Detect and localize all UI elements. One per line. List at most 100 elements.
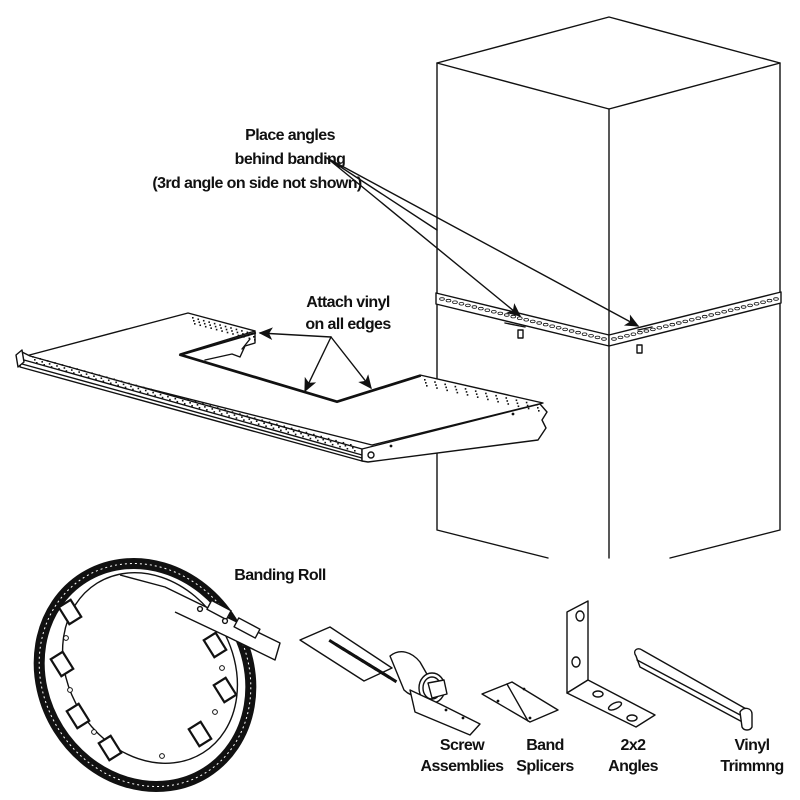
shelf-perforation xyxy=(46,360,49,362)
shelf-perforation xyxy=(536,404,538,406)
shelf-perforation xyxy=(214,325,217,328)
leader-to-right-angle xyxy=(326,157,640,327)
shelf-perforation xyxy=(331,443,334,446)
roll-hole xyxy=(159,753,165,759)
band-splicers-line2: Splicers xyxy=(516,758,574,775)
shelf-perforation xyxy=(322,438,325,441)
shelf-perforation xyxy=(226,412,228,414)
shelf-perforation xyxy=(107,379,110,382)
band-hole xyxy=(682,319,689,324)
shelf-perforation xyxy=(165,392,167,395)
shelf-perforation xyxy=(83,370,86,372)
column-top-face xyxy=(436,16,781,110)
roll-slot xyxy=(187,720,213,748)
shelf-perforation xyxy=(243,336,245,338)
angle-bracket: 2x2 Angles xyxy=(566,600,659,775)
shelf-perforation xyxy=(50,366,53,368)
shelf-perforation xyxy=(246,331,249,334)
leader-to-hidden-side xyxy=(326,157,438,231)
shelf xyxy=(15,312,548,463)
shelf-perforation xyxy=(132,388,134,391)
shelf-perforation xyxy=(204,406,206,408)
shelf-perforation xyxy=(115,381,117,384)
shelf-perforation xyxy=(183,402,186,405)
shelf-perforation xyxy=(263,422,265,425)
shelf-perforation xyxy=(354,450,356,452)
band-hole xyxy=(630,332,637,336)
shelf-perforation xyxy=(426,385,428,387)
band-hole xyxy=(663,324,669,328)
band-hole xyxy=(471,305,478,309)
shelf-perforation xyxy=(241,416,243,418)
shelf-perforation xyxy=(231,411,234,413)
shelf-perforation xyxy=(454,385,457,388)
shelf-perforation xyxy=(435,384,437,386)
angles-line2: Angles xyxy=(608,758,658,775)
band-hole xyxy=(727,308,734,312)
shelf-perforation xyxy=(172,394,175,397)
shelf-perforation xyxy=(85,373,88,375)
shelf-perforation xyxy=(337,442,339,445)
shelf-perforation xyxy=(128,382,130,385)
vinyl-trimming-line2: Trimmng xyxy=(720,758,783,775)
band-hole xyxy=(637,330,643,335)
shelf-perforation xyxy=(194,401,197,403)
screw-plate-slot xyxy=(380,671,398,684)
shelf-perforation xyxy=(464,388,467,390)
shelf-perforation xyxy=(139,390,142,393)
shelf-perforation xyxy=(239,413,241,415)
shelf-perforation xyxy=(276,423,278,426)
shelf-perforation xyxy=(474,390,477,392)
callout-vinyl: Attach vinyl on all edges xyxy=(258,294,392,393)
shelf-perforation xyxy=(226,331,229,334)
band-hole xyxy=(624,334,630,338)
shelf-perforation xyxy=(487,398,489,401)
shelf-perforation xyxy=(236,331,239,334)
shelf-perforation xyxy=(285,428,288,431)
vinyl-trim-profile xyxy=(739,707,753,731)
shelf-perforation xyxy=(225,328,228,331)
shelf-perforation xyxy=(72,372,75,374)
shelf-perforation xyxy=(48,363,51,365)
shelf-perforation xyxy=(235,328,238,331)
shelf-perforation xyxy=(150,388,152,391)
shelf-perforation xyxy=(424,379,426,381)
shelf-perforation xyxy=(80,374,82,376)
shelf-perforation xyxy=(255,420,258,422)
band-hole xyxy=(516,316,523,320)
shelf-perforation xyxy=(135,384,138,387)
shelf-perforation xyxy=(144,389,147,392)
screw-plate-right xyxy=(409,689,481,736)
band-hole xyxy=(708,313,714,317)
shelf-perforation xyxy=(196,404,199,406)
shelf-perforation xyxy=(496,397,498,400)
shelf-perforation xyxy=(181,399,184,402)
band-hole xyxy=(484,308,491,312)
banding-roll: Banding Roll xyxy=(33,557,326,793)
shelf-perforation xyxy=(342,441,345,444)
band-hole xyxy=(701,314,708,319)
shelf-cutout-edge xyxy=(178,331,422,404)
band-hole xyxy=(581,332,588,336)
shelf-perforation xyxy=(309,437,312,440)
band-hole xyxy=(523,318,530,322)
shelf-perforation xyxy=(98,374,101,377)
column-right-face xyxy=(669,62,781,559)
callout-vinyl-line2: on all edges xyxy=(305,316,391,333)
callout-angles-line1: Place angles xyxy=(245,127,335,144)
shelf-perforation xyxy=(202,403,204,405)
shelf-perforation xyxy=(176,400,179,403)
shelf-perforation xyxy=(117,384,119,387)
shelf-perforation xyxy=(39,358,41,360)
shelf-perforation xyxy=(219,324,221,326)
shelf-perforation xyxy=(445,386,447,389)
band-hole xyxy=(549,324,555,328)
band-hole xyxy=(536,321,542,325)
shelf-perforation xyxy=(253,417,256,419)
leader-vinyl-1 xyxy=(258,327,332,340)
shelf-perforation xyxy=(455,388,458,391)
shelf-perforation xyxy=(268,421,271,424)
angle-tab-right xyxy=(636,344,643,354)
shelf-perforation xyxy=(194,323,196,325)
band-hole xyxy=(611,337,617,341)
